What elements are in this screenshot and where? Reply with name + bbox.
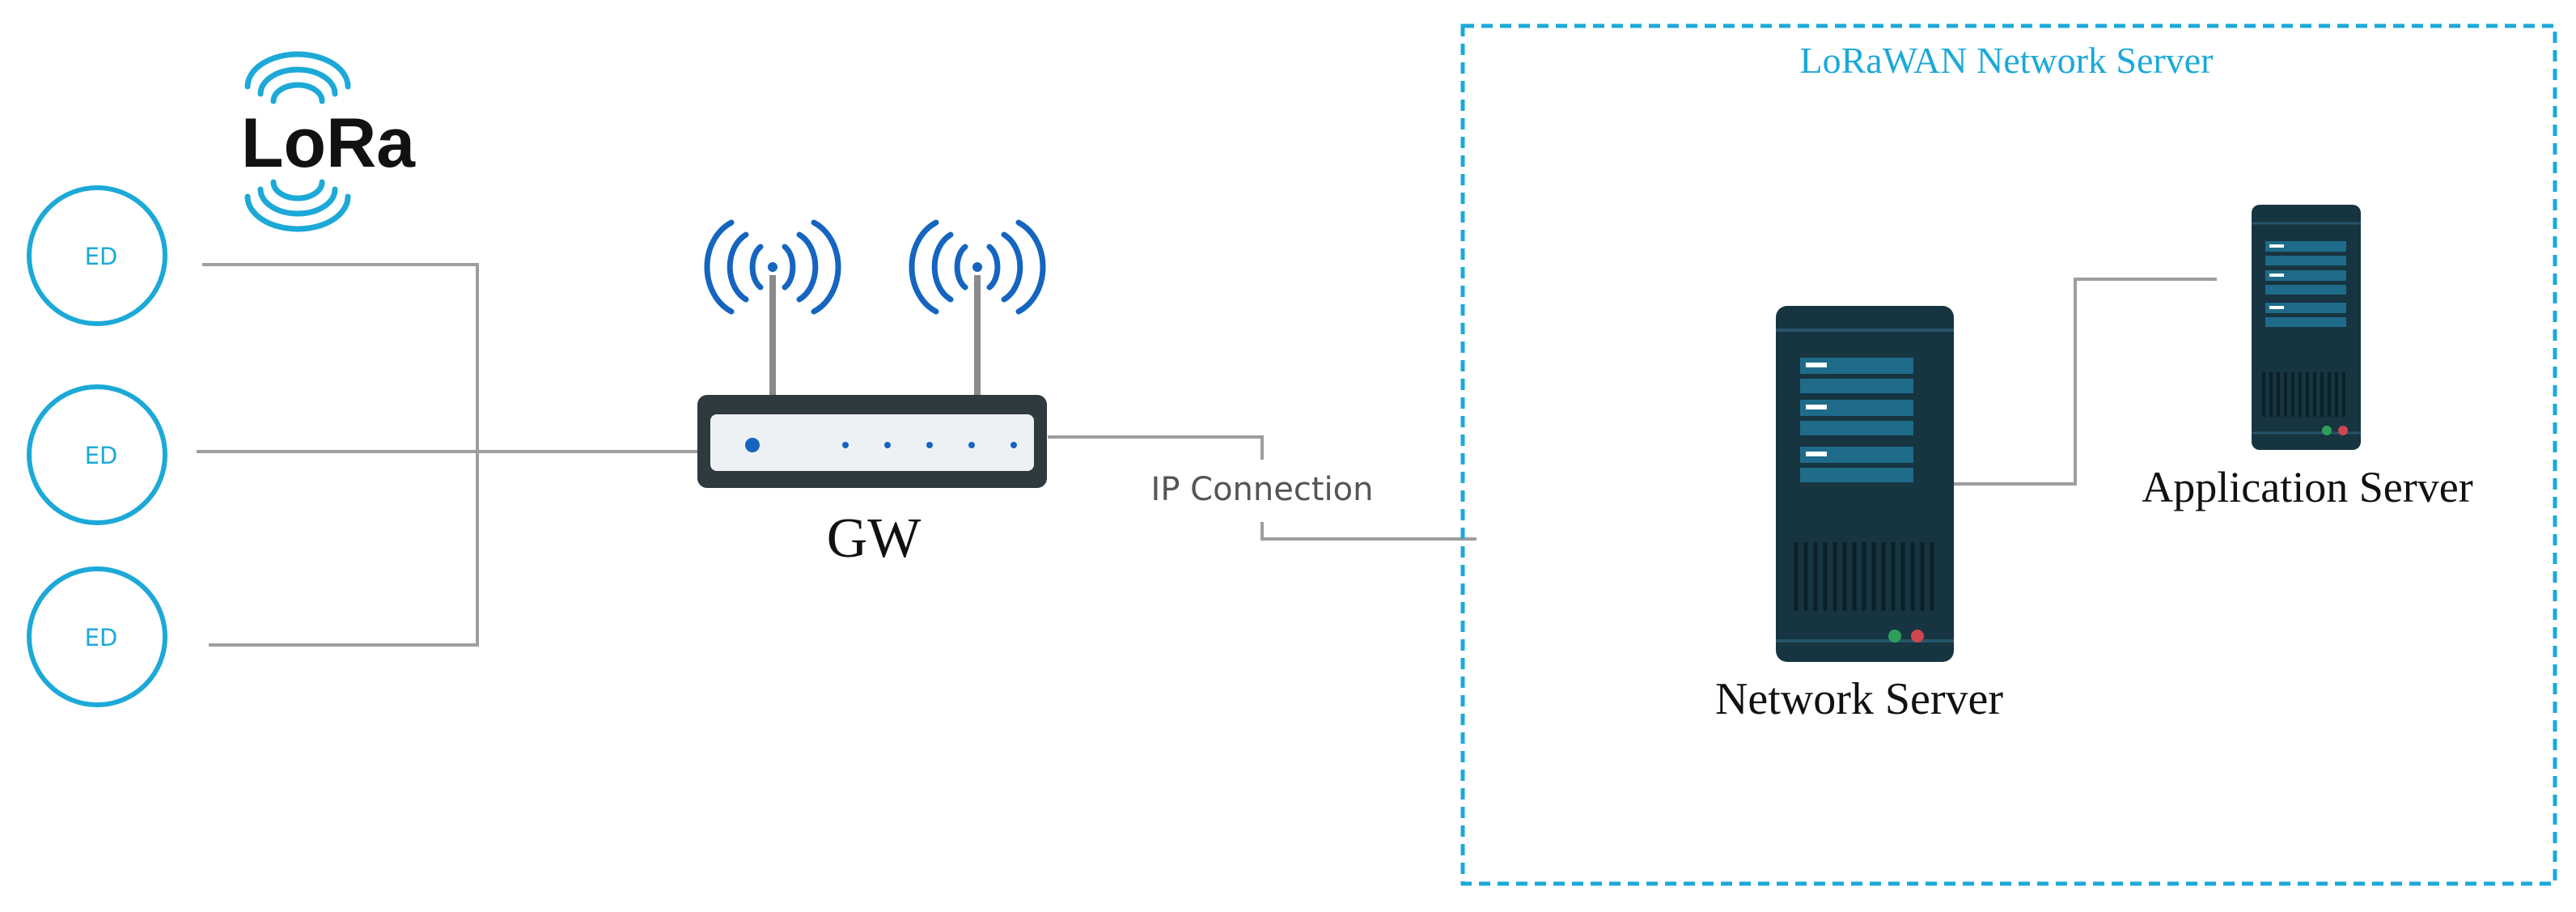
lorawan-box-title: LoRaWAN Network Server (1800, 40, 2214, 81)
end-device-2[interactable]: ED (27, 384, 167, 525)
gateway-label: GW (827, 507, 922, 570)
end-device-label: ED (85, 624, 118, 651)
ed1-link (202, 263, 479, 453)
ed3-link (209, 453, 479, 647)
lora-logo: LoRa (241, 51, 416, 232)
status-led-green-icon (1888, 630, 1901, 643)
gateway-router[interactable]: GW (697, 219, 1047, 570)
lorawan-network-server-box: LoRaWAN Network Server (1460, 23, 2557, 886)
wifi-signal-icon (909, 219, 1046, 315)
ip-connection-label: IP Connection (1151, 471, 1374, 508)
end-device-3[interactable]: ED (27, 566, 167, 707)
gw-to-ip-link (1048, 435, 1264, 460)
lora-logo-text: LoRa (241, 104, 416, 182)
wiring-lines (197, 263, 2217, 647)
ip-to-server-link (1260, 522, 1477, 541)
end-device-label: ED (85, 243, 118, 270)
lora-signal-waves-icon (244, 51, 351, 232)
ns-to-as-link (1954, 278, 2217, 486)
application-server[interactable]: Application Server (2142, 205, 2473, 511)
power-led-icon (745, 438, 760, 452)
vent-grille (1794, 542, 1934, 611)
status-led-red-icon (2338, 426, 2348, 435)
end-device-1[interactable]: ED (27, 185, 167, 326)
network-server[interactable]: Network Server (1715, 306, 2003, 724)
end-device-label: ED (85, 442, 118, 469)
vent-grille (2262, 372, 2345, 417)
application-server-label: Application Server (2142, 463, 2472, 511)
network-server-label: Network Server (1715, 674, 2003, 724)
wifi-signal-icon (704, 219, 841, 315)
status-led-green-icon (2322, 426, 2332, 435)
status-led-red-icon (1911, 630, 1924, 643)
